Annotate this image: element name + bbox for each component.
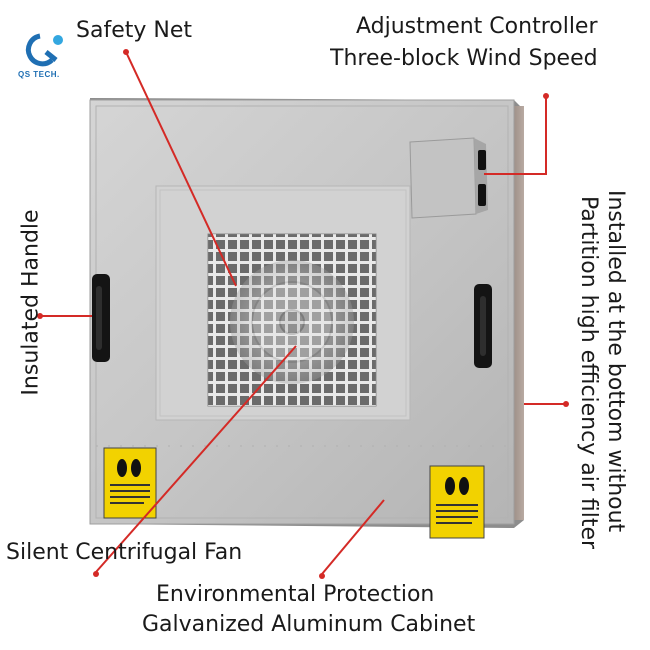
centrifugal-fan (208, 234, 376, 406)
safety-net-pointer (125, 51, 237, 287)
left-warning-sticker (103, 447, 157, 519)
fan-pointer (95, 345, 297, 573)
logo-text: QS TECH. (18, 70, 60, 79)
annotation-dots (37, 49, 569, 579)
right-insulated-handle (474, 284, 492, 368)
environmental-label-line1: Environmental Protection (156, 582, 435, 607)
installed-label-line1: Installed at the bottom without (603, 190, 628, 533)
installed-label-line2: Partition high efficiency air filter (576, 196, 601, 550)
environmental-label-line2: Galvanized Aluminum Cabinet (142, 612, 476, 637)
qs-tech-logo-icon (25, 33, 63, 67)
footprints-icon (117, 459, 141, 477)
annotation-lines (40, 51, 566, 575)
footprints-icon (445, 477, 469, 495)
right-warning-sticker (429, 465, 485, 539)
cabinet-pointer (321, 499, 385, 575)
insulated-handle-label: Insulated Handle (18, 209, 44, 396)
wind-speed-label: Three-block Wind Speed (330, 46, 598, 71)
safety-net-label: Safety Net (76, 18, 192, 43)
adjustment-controller-label: Adjustment Controller (356, 14, 598, 39)
silent-fan-label: Silent Centrifugal Fan (6, 540, 243, 565)
adjustment-pointer (484, 96, 547, 175)
controller-box (409, 137, 488, 219)
left-insulated-handle (92, 274, 110, 362)
